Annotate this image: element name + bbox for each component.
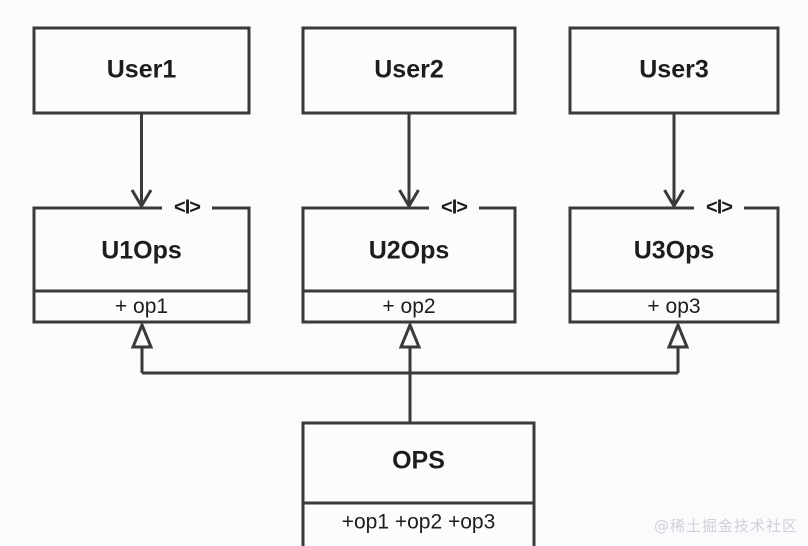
actor-node-user1[interactable]: User1 [32, 26, 251, 115]
watermark: @稀土掘金技术社区 [653, 517, 798, 535]
interface-node-u2ops[interactable]: <I> U2Ops + op2 [301, 196, 517, 324]
realization-tree [130, 321, 690, 423]
class-operations-ops: +op1 +op2 +op3 [342, 511, 496, 534]
hollow-triangle-icon [666, 321, 690, 349]
class-label-ops: OPS [392, 447, 445, 475]
open-arrow-icon [398, 189, 420, 209]
class-box-ops [301, 421, 536, 546]
hollow-triangle-icon [130, 321, 154, 349]
dependency-user3-to-u3ops [663, 113, 685, 209]
actor-node-user3[interactable]: User3 [568, 26, 780, 115]
interface-operation-u2ops: + op2 [382, 295, 435, 318]
actor-box-user1 [32, 26, 251, 115]
class-node-ops[interactable]: OPS +op1 +op2 +op3 [301, 421, 536, 546]
actor-label-user1: User1 [107, 56, 177, 84]
interface-node-u1ops[interactable]: <I> U1Ops + op1 [32, 196, 251, 324]
interface-label-u1ops: U1Ops [101, 237, 182, 265]
open-arrow-icon [663, 189, 685, 209]
interface-operation-u3ops: + op3 [647, 295, 700, 318]
interface-operation-u1ops: + op1 [115, 295, 168, 318]
actor-label-user3: User3 [639, 56, 709, 84]
actor-box-user2 [301, 26, 517, 115]
interface-stereotype-u1ops: <I> [174, 196, 200, 218]
hollow-triangle-icon [398, 321, 422, 349]
interface-label-u3ops: U3Ops [634, 237, 715, 265]
interface-label-u2ops: U2Ops [369, 237, 450, 265]
open-arrow-icon [130, 189, 153, 209]
dependency-user2-to-u2ops [398, 113, 420, 209]
interface-node-u3ops[interactable]: <I> U3Ops + op3 [568, 196, 780, 324]
dependency-user1-to-u1ops [130, 113, 153, 209]
actor-label-user2: User2 [374, 56, 444, 84]
interface-stereotype-u3ops: <I> [706, 196, 732, 218]
interface-stereotype-u2ops: <I> [441, 196, 467, 218]
actor-node-user2[interactable]: User2 [301, 26, 517, 115]
